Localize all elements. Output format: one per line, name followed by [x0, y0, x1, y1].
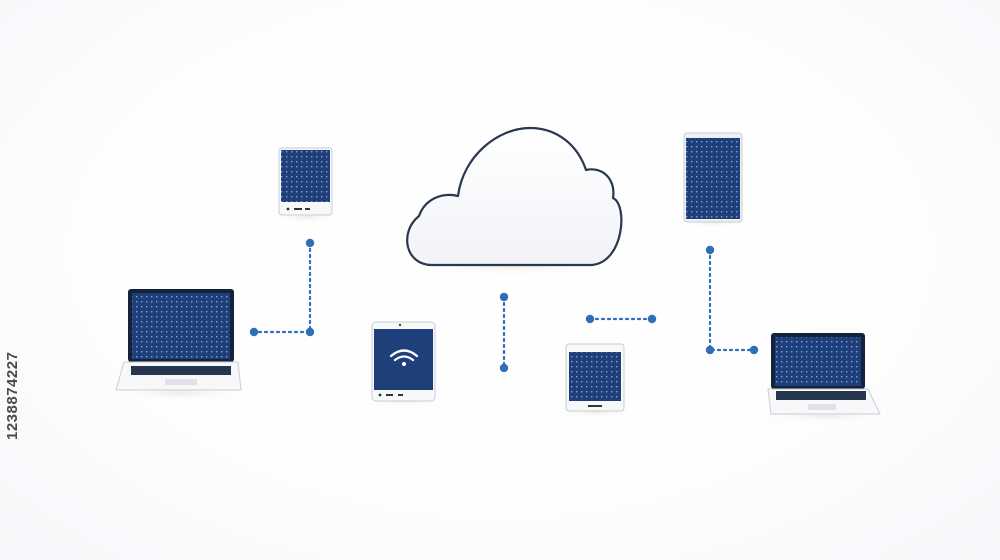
connector-dot [499, 292, 509, 302]
connector-dots [249, 238, 759, 373]
connector-dot [305, 238, 315, 248]
connector-right-laptop [708, 248, 756, 352]
connector-dot [305, 327, 315, 337]
cloud-icon [402, 126, 623, 277]
connector-dot [705, 245, 715, 255]
wifi-tablet-icon [365, 321, 441, 407]
wifi-icon [389, 349, 419, 366]
tablet-top-right-icon [678, 132, 750, 228]
laptop-right-icon [761, 333, 889, 423]
tablet-center-right-icon [559, 343, 631, 418]
connector-dot [249, 327, 259, 337]
connector-dot [499, 363, 509, 373]
connector-dot [705, 345, 715, 355]
laptop-left-icon [110, 289, 250, 400]
connector-dot [647, 314, 657, 324]
connector-top-left-tablet [252, 241, 312, 334]
image-id-label: 1238874227 [4, 351, 21, 440]
tablet-top-left-icon [272, 147, 340, 223]
connector-dot [749, 345, 759, 355]
connector-dot [585, 314, 595, 324]
